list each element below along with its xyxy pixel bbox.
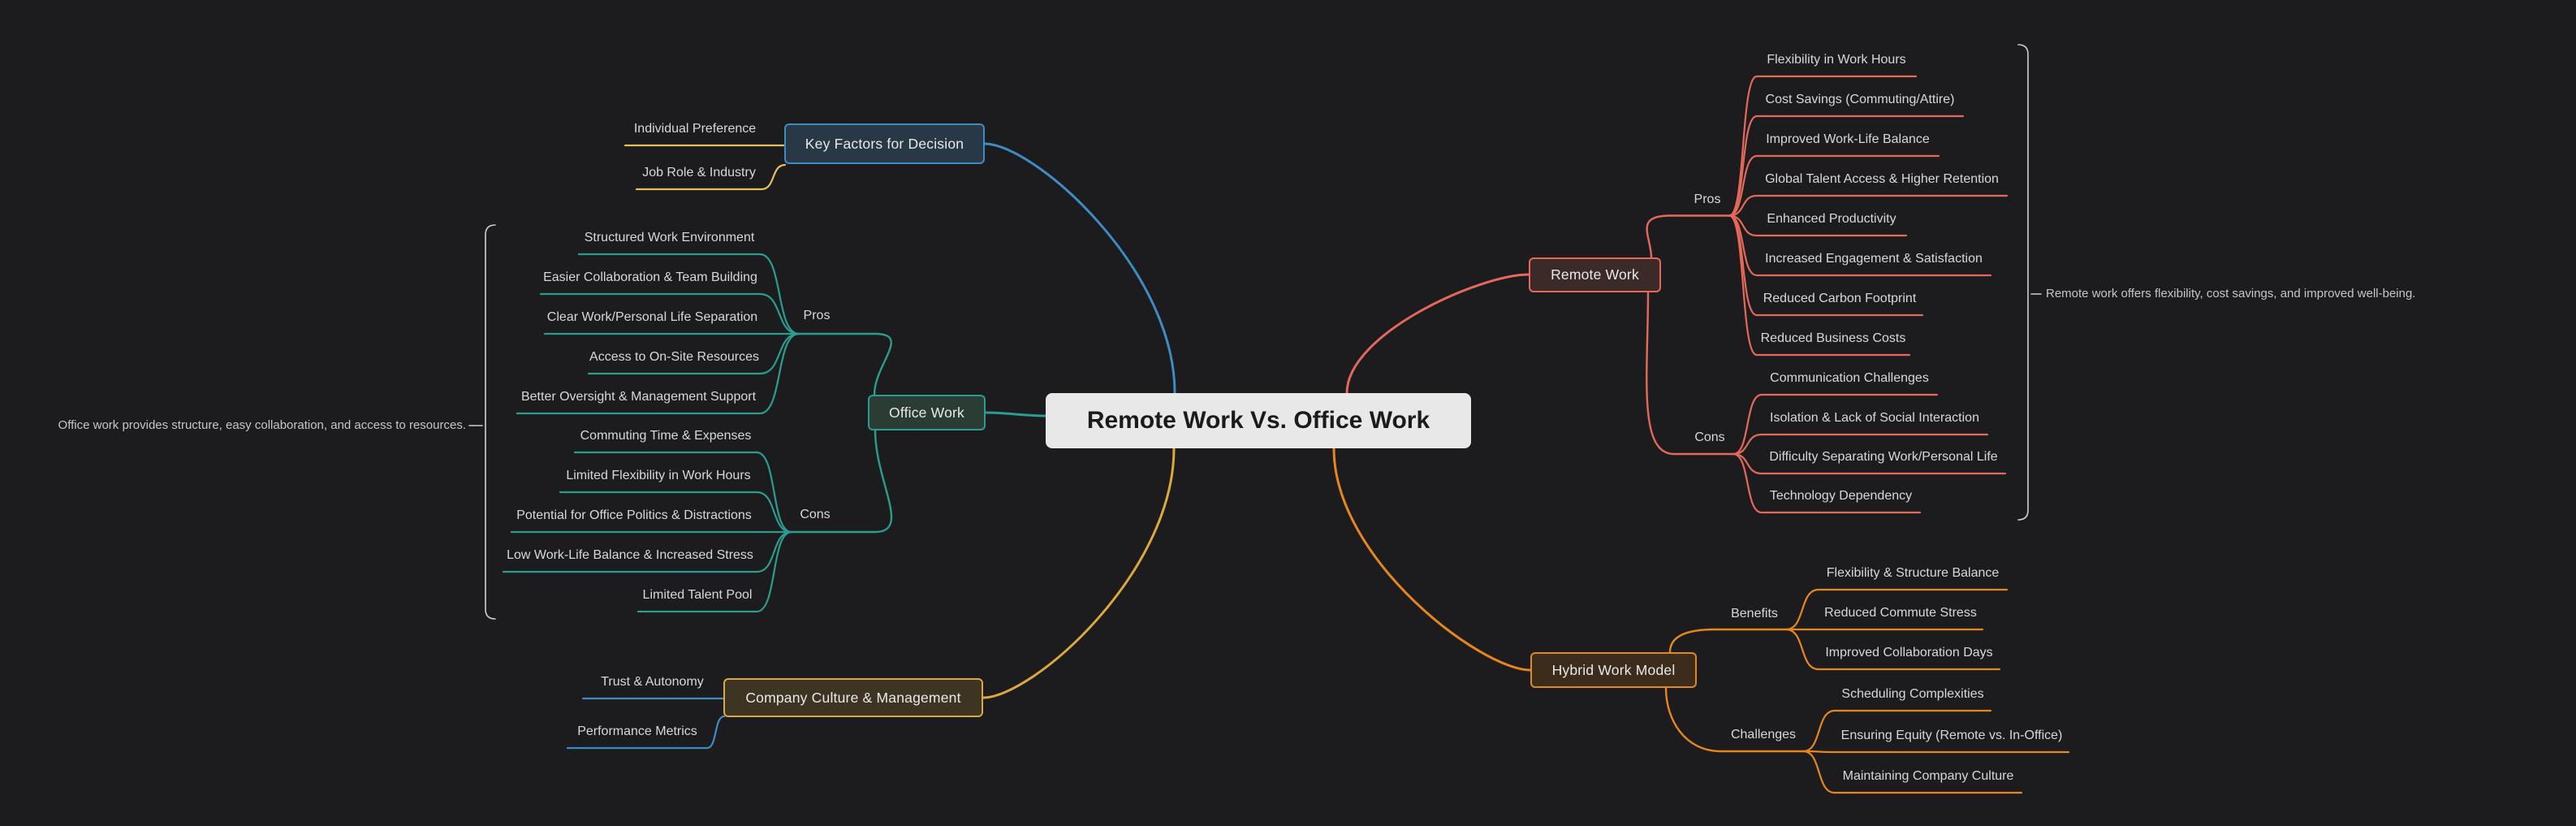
edge-leaf-connector <box>502 530 793 573</box>
topic-remote-work[interactable]: Remote Work <box>1529 257 1661 292</box>
leaf-maintaining-company-culture[interactable]: Maintaining Company Culture <box>1842 769 2014 783</box>
leaf-clear-work-personal-life-separation[interactable]: Clear Work/Personal Life Separation <box>546 310 758 324</box>
edge-leaf-connector <box>1732 452 2007 475</box>
bracket-remote-work <box>2017 44 2029 521</box>
edge-group-link <box>873 332 892 396</box>
leaf-low-work-life-balance-increased-stress[interactable]: Low Work-Life Balance & Increased Stress <box>507 548 753 562</box>
edge-leaf-connector <box>1728 214 1911 357</box>
leaf-cost-savings-commuting-attire[interactable]: Cost Savings (Commuting/Attire) <box>1765 93 1955 106</box>
annotation-remote-work: Remote work offers flexibility, cost sav… <box>2046 287 2416 301</box>
edge-group-link <box>1646 291 1676 456</box>
edge-leaf-connector <box>1784 628 2001 671</box>
group-label-hybrid-work-challenges[interactable]: Challenges <box>1730 728 1797 742</box>
edge-leaf-connector <box>1728 115 1965 217</box>
edge-group-link <box>874 429 893 534</box>
edge-leaf-connector <box>1784 588 2009 631</box>
leaf-increased-engagement-satisfaction[interactable]: Increased Engagement & Satisfaction <box>1765 252 1983 266</box>
leaf-ensuring-equity-remote-vs-in-office[interactable]: Ensuring Equity (Remote vs. In-Office) <box>1840 729 2063 742</box>
leaf-enhanced-productivity[interactable]: Enhanced Productivity <box>1767 212 1896 226</box>
group-label-remote-work-pros[interactable]: Pros <box>1694 192 1721 206</box>
edge-leaf-connector <box>1801 709 1992 753</box>
edge-leaf-connector <box>1801 750 2023 794</box>
leaf-access-to-on-site-resources[interactable]: Access to On-Site Resources <box>589 350 759 364</box>
topic-office-work[interactable]: Office Work <box>868 395 986 430</box>
central-topic[interactable]: Remote Work Vs. Office Work <box>1046 393 1471 448</box>
edge-leaf-connector <box>566 715 726 750</box>
edge-group-link <box>1668 628 1716 654</box>
leaf-flexibility-in-work-hours[interactable]: Flexibility in Work Hours <box>1767 53 1906 67</box>
leaf-communication-challenges[interactable]: Communication Challenges <box>1770 371 1929 385</box>
leaf-global-talent-access-higher-retention[interactable]: Global Talent Access & Higher Retention <box>1765 172 1999 186</box>
leaf-structured-work-environment[interactable]: Structured Work Environment <box>584 231 755 244</box>
leaf-scheduling-complexities[interactable]: Scheduling Complexities <box>1841 687 1984 701</box>
edge-leaf-connector <box>539 292 800 335</box>
leaf-performance-metrics[interactable]: Performance Metrics <box>577 724 697 738</box>
leaf-reduced-carbon-footprint[interactable]: Reduced Carbon Footprint <box>1763 292 1917 305</box>
annotation-office-work: Office work provides structure, easy col… <box>58 418 466 432</box>
group-label-remote-work-cons[interactable]: Cons <box>1694 430 1725 444</box>
group-label-office-work-pros[interactable]: Pros <box>803 309 831 322</box>
edge-center-hybrid-work <box>1332 447 1532 672</box>
leaf-limited-talent-pool[interactable]: Limited Talent Pool <box>642 588 753 602</box>
leaf-reduced-commute-stress[interactable]: Reduced Commute Stress <box>1824 606 1977 620</box>
leaf-trust-autonomy[interactable]: Trust & Autonomy <box>601 675 704 689</box>
edge-leaf-connector <box>635 163 787 191</box>
group-label-office-work-cons[interactable]: Cons <box>800 508 831 521</box>
edge-leaf-connector <box>1732 393 1939 456</box>
edge-group-link <box>1646 214 1672 259</box>
edge-group-link <box>1664 686 1723 753</box>
leaf-flexibility-structure-balance[interactable]: Flexibility & Structure Balance <box>1826 566 2000 580</box>
edge-center-company-culture <box>982 447 1176 699</box>
leaf-difficulty-separating-work-personal-life[interactable]: Difficulty Separating Work/Personal Life <box>1769 450 1998 464</box>
leaf-potential-for-office-politics-distractions[interactable]: Potential for Office Politics & Distract… <box>516 508 752 522</box>
leaf-better-oversight-management-support[interactable]: Better Oversight & Management Support <box>520 390 757 404</box>
leaf-commuting-time-expenses[interactable]: Commuting Time & Expenses <box>580 429 752 443</box>
leaf-limited-flexibility-in-work-hours[interactable]: Limited Flexibility in Work Hours <box>566 469 751 482</box>
edge-leaf-connector <box>573 451 793 534</box>
leaf-reduced-business-costs[interactable]: Reduced Business Costs <box>1760 331 1906 345</box>
topic-company-culture[interactable]: Company Culture & Management <box>723 678 983 717</box>
edge-center-key-factors <box>983 142 1176 395</box>
group-label-hybrid-work-benefits[interactable]: Benefits <box>1731 607 1778 621</box>
central-topic-label: Remote Work Vs. Office Work <box>1086 407 1430 434</box>
topic-key-factors[interactable]: Key Factors for Decision <box>784 123 985 164</box>
leaf-individual-preference[interactable]: Individual Preference <box>633 122 757 136</box>
leaf-easier-collaboration-team-building[interactable]: Easier Collaboration & Team Building <box>543 270 757 284</box>
edge-leaf-connector <box>1732 452 1922 514</box>
leaf-isolation-lack-of-social-interaction[interactable]: Isolation & Lack of Social Interaction <box>1770 411 1979 425</box>
edge-leaf-connector <box>516 332 800 415</box>
edge-leaf-connector <box>1801 750 2070 754</box>
leaf-technology-dependency[interactable]: Technology Dependency <box>1769 489 1913 503</box>
leaf-improved-work-life-balance[interactable]: Improved Work-Life Balance <box>1766 132 1930 146</box>
leaf-improved-collaboration-days[interactable]: Improved Collaboration Days <box>1825 646 1993 660</box>
bracket-office-work <box>485 224 496 620</box>
edge-leaf-connector <box>1728 214 1908 237</box>
edge-center-remote-work <box>1345 273 1530 395</box>
edge-leaf-connector <box>559 491 793 534</box>
edge-leaf-connector <box>1728 194 2009 217</box>
edge-leaf-connector <box>1732 433 1989 456</box>
edge-leaf-connector <box>1728 154 1940 217</box>
edge-leaf-connector <box>577 253 800 335</box>
edge-center-office-work <box>984 411 1047 417</box>
edge-leaf-connector <box>636 530 793 613</box>
leaf-job-role-industry[interactable]: Job Role & Industry <box>642 166 756 179</box>
topic-hybrid-work[interactable]: Hybrid Work Model <box>1530 652 1697 688</box>
edge-leaf-connector <box>587 332 800 375</box>
